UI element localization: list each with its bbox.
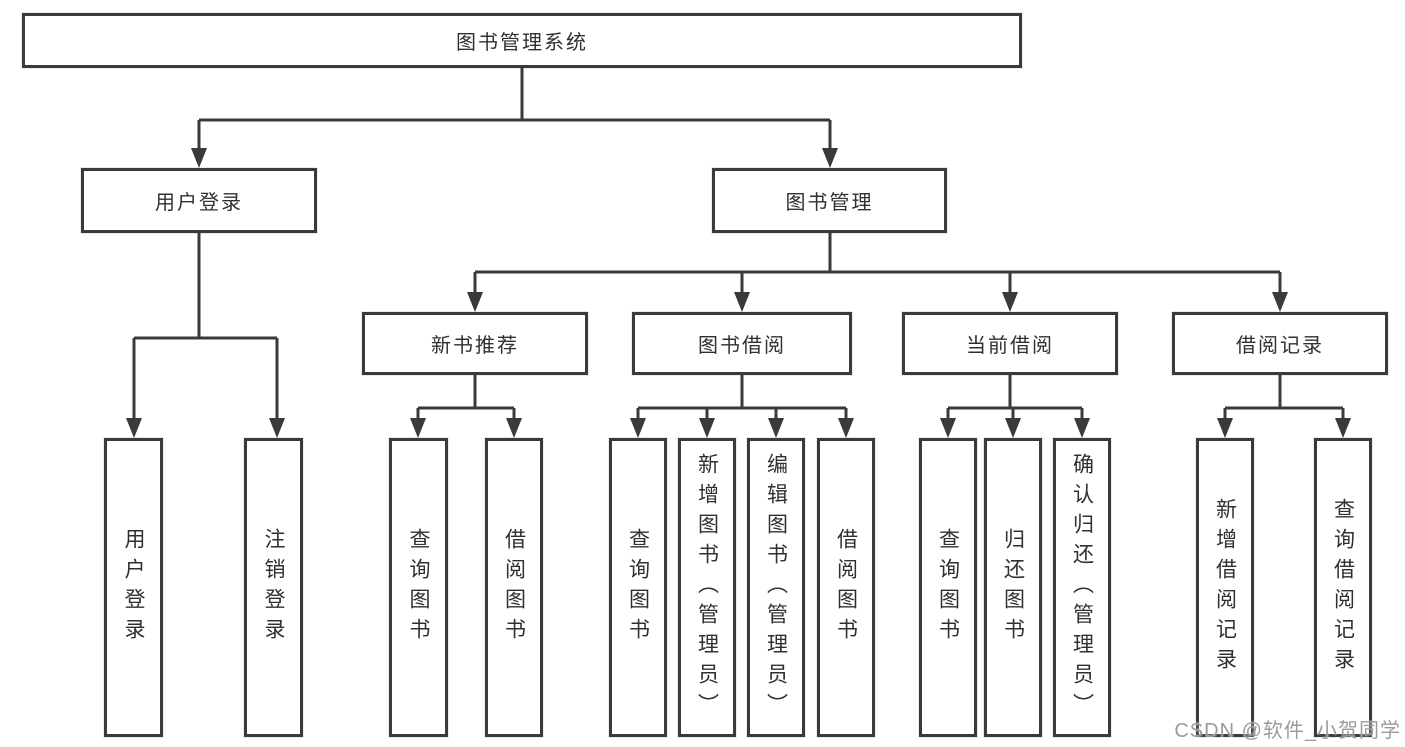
leaf-label: 借阅图书	[502, 527, 526, 648]
leaf-confirm-return-admin: 确认归还（管理员）	[1053, 438, 1111, 737]
leaf-edit-books-admin: 编辑图书（管理员）	[747, 438, 805, 737]
leaf-label: 编辑图书（管理员）	[764, 452, 788, 723]
leaf-label: 确认归还（管理员）	[1070, 452, 1094, 723]
leaf-label: 查询图书	[407, 527, 430, 648]
leaf-label: 查询图书	[936, 527, 960, 648]
leaf-return-books: 归还图书	[984, 438, 1042, 737]
leaf-add-books-admin: 新增图书（管理员）	[678, 438, 736, 737]
leaf-label: 归还图书	[1001, 527, 1025, 648]
arrowheads	[126, 148, 1351, 438]
node-user-login: 用户登录	[81, 168, 317, 233]
leaf-label: 查询图书	[626, 527, 650, 648]
connector-path	[132, 68, 1345, 422]
leaf-query-books-borrow: 查询图书	[609, 438, 667, 737]
leaf-label: 注销登录	[262, 527, 285, 648]
node-book-borrow: 图书借阅	[632, 312, 852, 375]
leaf-add-borrow-record: 新增借阅记录	[1196, 438, 1254, 737]
leaf-query-borrow-record: 查询借阅记录	[1314, 438, 1372, 737]
leaf-label: 用户登录	[122, 527, 145, 648]
leaf-label: 新增借阅记录	[1213, 497, 1237, 678]
leaf-label: 新增图书（管理员）	[695, 452, 719, 723]
leaf-query-books-recommend: 查询图书	[389, 438, 448, 737]
leaf-label: 借阅图书	[834, 527, 858, 648]
node-new-book-recommend: 新书推荐	[362, 312, 588, 375]
node-book-management: 图书管理	[712, 168, 947, 233]
leaf-user-login: 用户登录	[104, 438, 163, 737]
leaf-borrow-books: 借阅图书	[817, 438, 875, 737]
node-borrow-records: 借阅记录	[1172, 312, 1388, 375]
leaf-label: 查询借阅记录	[1331, 497, 1355, 678]
leaf-query-books-current: 查询图书	[919, 438, 977, 737]
leaf-logout: 注销登录	[244, 438, 303, 737]
leaf-borrow-books-recommend: 借阅图书	[485, 438, 543, 737]
node-current-borrow: 当前借阅	[902, 312, 1118, 375]
csdn-watermark: CSDN @软件_小贺同学	[1174, 720, 1401, 742]
node-root: 图书管理系统	[22, 13, 1022, 68]
